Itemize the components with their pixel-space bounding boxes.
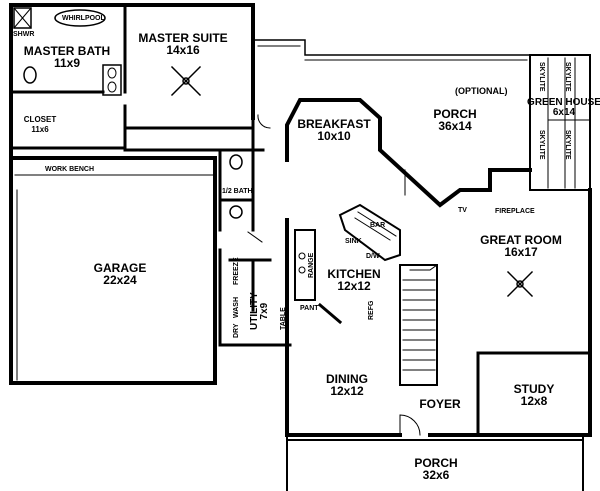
optional-label: (OPTIONAL) xyxy=(455,86,508,96)
room-utility: UTILITY 7x9 xyxy=(249,292,270,330)
room-size: 16x17 xyxy=(504,245,538,259)
skylite-label: SKYLITE xyxy=(538,62,545,92)
room-size: 22x24 xyxy=(103,273,137,287)
freezer-label: FREEZE xyxy=(233,257,240,285)
room-master-bath: MASTER BATH 11x9 xyxy=(24,45,110,69)
room-porch-front: PORCH 32x6 xyxy=(414,457,457,481)
half-bath-label: 1/2 BATH xyxy=(222,188,253,195)
room-name: GREAT ROOM xyxy=(480,233,562,247)
room-size: 6x14 xyxy=(552,107,576,118)
room-size: 7x9 xyxy=(259,302,270,320)
room-size: 32x6 xyxy=(422,468,450,482)
room-name: STUDY xyxy=(513,382,555,396)
washer-label: WASH xyxy=(233,297,240,318)
dishwasher-label: D/W xyxy=(366,253,380,260)
room-size: 11x6 xyxy=(31,125,49,134)
dryer-label: DRY xyxy=(233,323,240,338)
room-size: 14x16 xyxy=(166,43,200,57)
room-size: 10x10 xyxy=(317,129,351,143)
range-label: RANGE xyxy=(308,252,315,278)
stairs xyxy=(399,264,438,386)
pantry-label: PANT xyxy=(300,305,319,312)
room-size: 36x14 xyxy=(438,119,472,133)
room-size: 12x8 xyxy=(520,394,548,408)
skylite-label: SKYLITE xyxy=(564,130,571,160)
wall-suite-south xyxy=(123,126,265,152)
whirlpool-label: WHIRLPOOL xyxy=(62,15,105,22)
sink-label: SINK xyxy=(345,238,362,245)
door-foyer xyxy=(399,414,421,436)
porch-front-outline xyxy=(286,434,584,491)
fan-icon xyxy=(170,65,202,97)
foyer-label: FOYER xyxy=(419,397,461,411)
room-kitchen: KITCHEN 12x12 xyxy=(327,268,380,292)
room-size: 12x12 xyxy=(337,279,371,293)
room-garage: GARAGE 22x24 xyxy=(94,262,147,286)
room-name: GARAGE xyxy=(93,261,147,275)
room-name: KITCHEN xyxy=(327,267,381,281)
room-size: 11x9 xyxy=(53,56,81,70)
shower-label: SHWR xyxy=(13,31,35,38)
room-name: MASTER BATH xyxy=(23,44,111,58)
room-closet: CLOSET 11x6 xyxy=(24,115,56,135)
bar-label: BAR xyxy=(370,222,386,229)
wall-half-bath xyxy=(218,148,255,232)
wall-study xyxy=(476,351,592,437)
wall-breakfast-bay xyxy=(285,98,532,208)
room-breakfast: BREAKFAST 10x10 xyxy=(297,118,370,142)
wall-deck xyxy=(252,39,531,93)
room-name: MASTER SUITE xyxy=(138,31,228,45)
room-name: DINING xyxy=(326,372,368,386)
refrigerator-label: REFG xyxy=(368,300,375,320)
room-master-suite: MASTER SUITE 14x16 xyxy=(138,32,227,56)
room-name: GREEN HOUSE xyxy=(527,97,600,108)
room-size: 12x12 xyxy=(330,384,364,398)
kitchen-bar xyxy=(338,203,401,262)
tv-label: TV xyxy=(458,207,467,214)
garage-outline xyxy=(9,156,217,385)
work-bench-label: WORK BENCH xyxy=(45,166,94,173)
room-porch-rear: PORCH 36x14 xyxy=(433,108,476,132)
skylite-label: SKYLITE xyxy=(538,130,545,160)
room-name: PORCH xyxy=(414,456,458,470)
room-study: STUDY 12x8 xyxy=(514,383,555,407)
skylite-label: SKYLITE xyxy=(564,62,571,92)
room-name: PORCH xyxy=(433,107,477,121)
room-dining: DINING 12x12 xyxy=(326,373,368,397)
fireplace-label: FIREPLACE xyxy=(495,208,535,215)
table-label: TABLE xyxy=(280,307,287,330)
room-name: BREAKFAST xyxy=(297,117,371,131)
room-great-room: GREAT ROOM 16x17 xyxy=(480,234,562,258)
room-green-house: GREEN HOUSE 6x14 xyxy=(527,98,600,118)
room-name: CLOSET xyxy=(23,115,57,124)
wall-utility xyxy=(218,248,292,347)
